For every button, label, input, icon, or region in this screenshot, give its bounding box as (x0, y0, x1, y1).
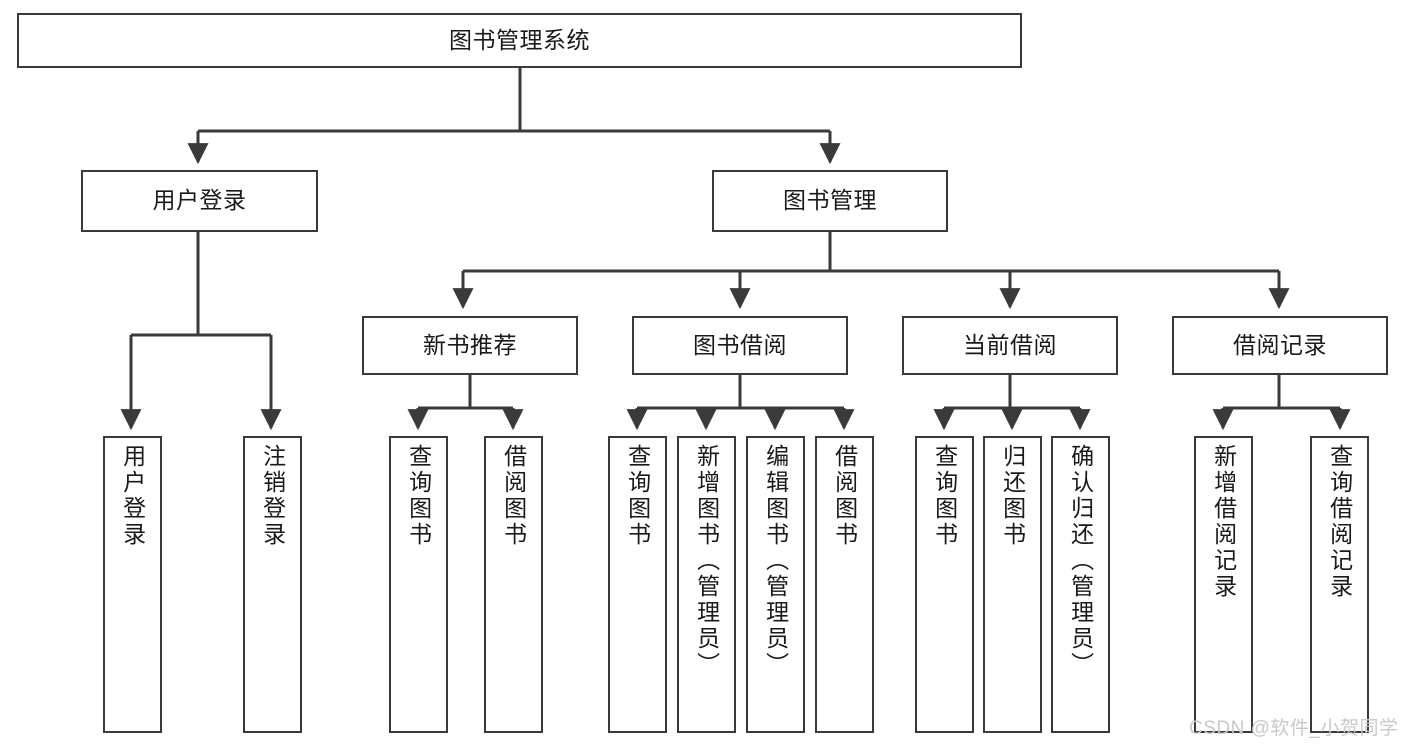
node-label: 图书管理 (783, 187, 877, 214)
node-label: 编辑图书（管理员） (762, 444, 789, 678)
leaf-confirm-return-admin[interactable]: 确认归还（管理员） (1051, 436, 1110, 733)
node-root-system[interactable]: 图书管理系统 (17, 13, 1022, 68)
node-book-management[interactable]: 图书管理 (712, 170, 948, 232)
node-label: 新书推荐 (423, 331, 517, 358)
node-label: 用户登录 (119, 444, 146, 548)
node-label: 查询借阅记录 (1326, 444, 1353, 600)
leaf-add-book-admin[interactable]: 新增图书（管理员） (677, 436, 736, 733)
leaf-return-book[interactable]: 归还图书 (983, 436, 1042, 733)
node-label: 查询图书 (931, 444, 958, 548)
node-new-book-recommend[interactable]: 新书推荐 (362, 316, 578, 375)
leaf-logout[interactable]: 注销登录 (243, 436, 302, 733)
leaf-query-book-new[interactable]: 查询图书 (389, 436, 448, 733)
node-current-borrow[interactable]: 当前借阅 (902, 316, 1118, 375)
leaf-add-borrow-record[interactable]: 新增借阅记录 (1194, 436, 1253, 733)
node-label: 借阅记录 (1233, 331, 1327, 358)
node-label: 查询图书 (624, 444, 651, 548)
node-label: 查询图书 (405, 444, 432, 548)
node-label: 图书管理系统 (449, 26, 590, 53)
node-label: 归还图书 (999, 444, 1026, 548)
leaf-borrow-book-new[interactable]: 借阅图书 (484, 436, 543, 733)
node-label: 新增图书（管理员） (693, 444, 720, 678)
node-label: 用户登录 (152, 187, 247, 214)
leaf-borrow-book[interactable]: 借阅图书 (815, 436, 874, 733)
node-label: 新增借阅记录 (1210, 444, 1237, 600)
node-label: 借阅图书 (831, 444, 858, 548)
node-label: 当前借阅 (963, 331, 1057, 358)
node-user-login[interactable]: 用户登录 (81, 170, 318, 232)
node-label: 借阅图书 (500, 444, 527, 548)
node-borrow-record[interactable]: 借阅记录 (1172, 316, 1388, 375)
node-label: 图书借阅 (693, 331, 787, 358)
node-book-borrow[interactable]: 图书借阅 (632, 316, 848, 375)
leaf-edit-book-admin[interactable]: 编辑图书（管理员） (746, 436, 805, 733)
csdn-watermark: CSDN @软件_小贺同学 (1189, 718, 1399, 739)
node-label: 确认归还（管理员） (1067, 444, 1094, 678)
node-label: 注销登录 (259, 444, 286, 548)
leaf-query-borrow-record[interactable]: 查询借阅记录 (1310, 436, 1369, 733)
leaf-query-book-borrow[interactable]: 查询图书 (608, 436, 667, 733)
leaf-query-book-current[interactable]: 查询图书 (915, 436, 974, 733)
leaf-user-login[interactable]: 用户登录 (103, 436, 162, 733)
